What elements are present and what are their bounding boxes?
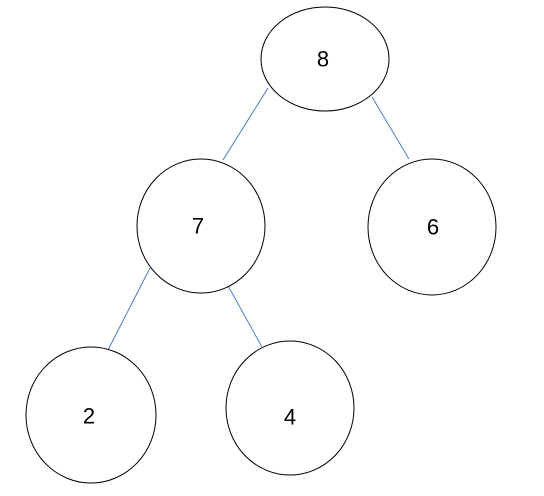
node-label: 8 bbox=[317, 47, 329, 72]
edge-8-7 bbox=[222, 87, 269, 161]
tree-node-8: 8 bbox=[260, 6, 390, 112]
node-label: 2 bbox=[83, 404, 95, 429]
edge-8-6 bbox=[371, 96, 410, 160]
edges-layer bbox=[107, 87, 410, 351]
tree-node-7: 7 bbox=[136, 158, 266, 294]
node-shape bbox=[136, 158, 266, 294]
node-label: 6 bbox=[427, 215, 439, 240]
node-label: 4 bbox=[284, 405, 296, 430]
node-shape bbox=[225, 340, 355, 476]
node-shape bbox=[25, 346, 157, 484]
node-shape bbox=[260, 6, 390, 112]
tree-node-4: 4 bbox=[225, 340, 355, 476]
edge-7-4 bbox=[226, 283, 263, 348]
tree-node-2: 2 bbox=[25, 346, 157, 484]
node-shape bbox=[367, 158, 497, 296]
tree-node-6: 6 bbox=[367, 158, 497, 296]
edge-7-2 bbox=[107, 267, 151, 351]
node-label: 7 bbox=[192, 214, 204, 239]
